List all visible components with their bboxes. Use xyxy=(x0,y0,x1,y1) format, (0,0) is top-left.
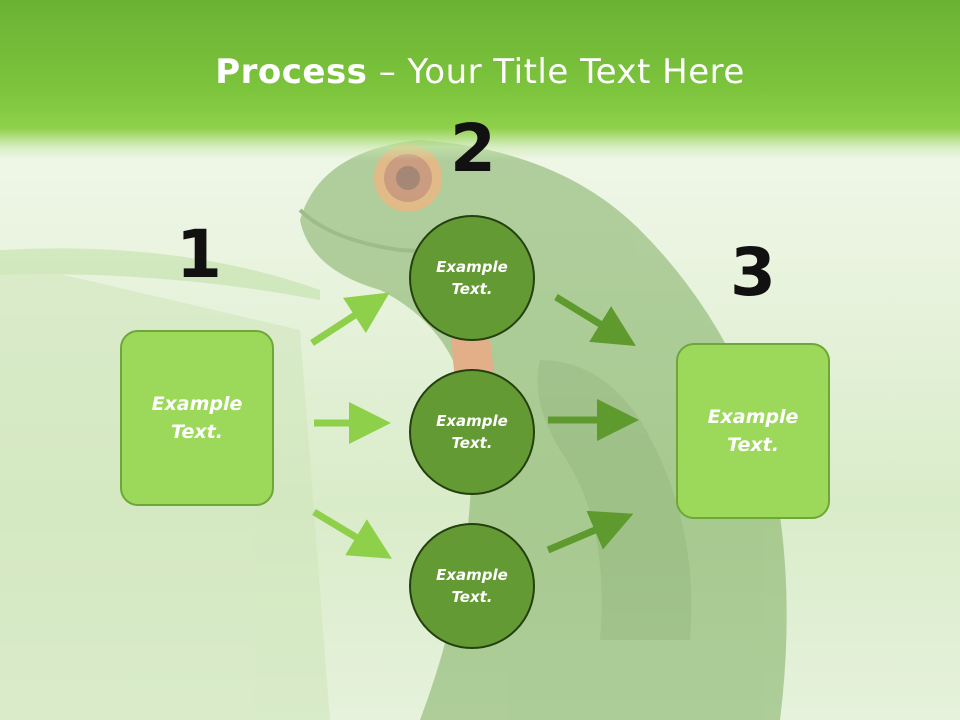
title-rest: – Your Title Text Here xyxy=(367,52,745,92)
step-2-circle-middle: Example Text. xyxy=(409,369,535,495)
step-2-circle-upper: Example Text. xyxy=(409,215,535,341)
step-number-3: 3 xyxy=(730,234,776,311)
step-number-2: 2 xyxy=(450,110,496,187)
step-3-text: Example Text. xyxy=(707,405,799,457)
arrow-from-lower xyxy=(546,510,634,554)
step-1-text: Example Text. xyxy=(151,392,243,444)
step-3-box: Example Text. xyxy=(676,343,830,519)
circle-middle-text: Example Text. xyxy=(436,411,508,453)
arrow-to-upper xyxy=(310,292,390,346)
title-bold: Process xyxy=(215,52,368,92)
header-band xyxy=(0,0,960,160)
circle-lower-text: Example Text. xyxy=(436,565,508,607)
slide-title: Process – Your Title Text Here xyxy=(0,52,960,92)
step-1-box: Example Text. xyxy=(120,330,274,506)
arrow-from-upper xyxy=(554,294,636,346)
arrow-to-lower xyxy=(312,508,393,559)
step-2-circle-lower: Example Text. xyxy=(409,523,535,649)
step-number-1: 1 xyxy=(176,216,222,293)
circle-upper-text: Example Text. xyxy=(436,257,508,299)
